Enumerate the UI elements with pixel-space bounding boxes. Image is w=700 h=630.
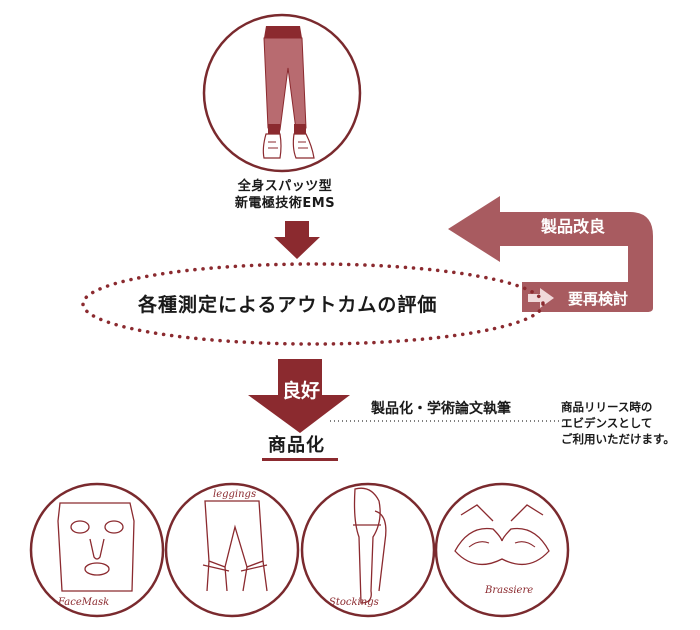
good-label: 良好 — [282, 380, 321, 402]
improve-label: 製品改良 — [541, 217, 606, 236]
note-line3: ご利用いただけます。 — [561, 432, 675, 446]
note-line1: 商品リリース時の — [561, 400, 653, 414]
top-product-line2: 新電極技術EMS — [234, 196, 336, 211]
brassiere-script: Brassiere — [484, 585, 533, 596]
product-brassiere: Brassiere — [434, 482, 570, 618]
top-product-caption: 全身スパッツ型 新電極技術EMS — [200, 178, 370, 212]
stockings-script: Stockings — [329, 597, 379, 608]
product-face-mask: FaceMask — [29, 482, 165, 618]
branch-label: 製品化・学術論文執筆 — [371, 401, 511, 417]
productize-underline — [262, 458, 338, 461]
product-leggings: leggings — [164, 482, 300, 618]
top-product-line1: 全身スパッツ型 — [237, 179, 333, 194]
face-mask-script: FaceMask — [57, 597, 109, 608]
down-arrow-1 — [274, 221, 320, 259]
reconsider-label: 要再検討 — [568, 290, 629, 308]
leggings-script: leggings — [213, 489, 256, 500]
evidence-note: 商品リリース時の エビデンスとして ご利用いただけます。 — [561, 399, 675, 447]
spats-illustration — [202, 13, 362, 173]
good-arrow — [248, 359, 350, 433]
productize-title: 商品化 — [268, 435, 325, 456]
evaluation-label: 各種測定によるアウトカムの評価 — [138, 294, 438, 316]
branch-connector — [330, 420, 568, 422]
product-stockings: Stockings — [300, 482, 436, 618]
feedback-loop-arrow — [448, 196, 653, 312]
note-line2: エビデンスとして — [561, 416, 653, 430]
reconsider-arrow — [528, 288, 554, 308]
evaluation-ellipse — [81, 262, 545, 346]
